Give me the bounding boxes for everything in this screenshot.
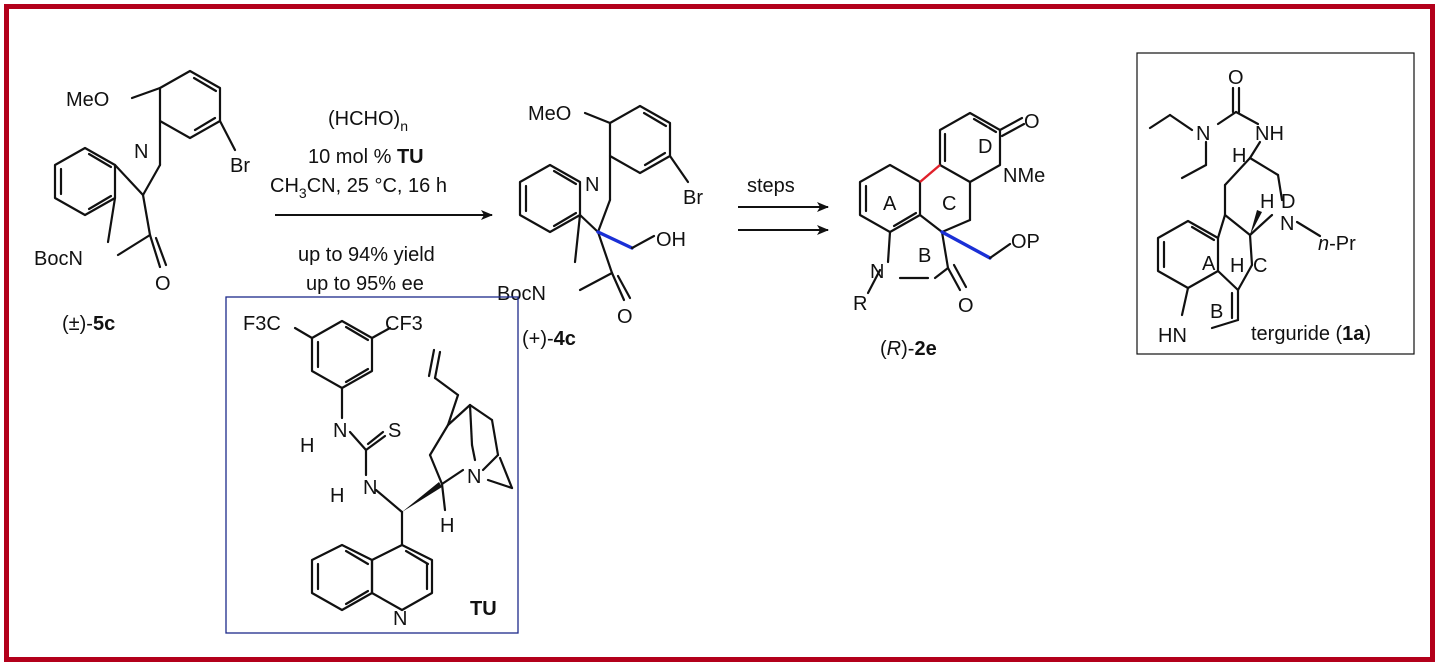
atom-meo: MeO bbox=[528, 103, 571, 125]
reaction-conditions: (HCHO)n 10 mol % TU CH3CN, 25 °C, 16 h u… bbox=[270, 108, 493, 295]
yield-text: up to 94% yield bbox=[298, 244, 435, 266]
catalyst-label: TU bbox=[470, 598, 497, 620]
atom-n2: N bbox=[363, 477, 377, 499]
benzene-ring bbox=[53, 146, 117, 217]
atom-o: O bbox=[155, 273, 171, 295]
atom-n-pyridine: N bbox=[585, 174, 599, 196]
atom-h1: H bbox=[300, 435, 314, 457]
atom-o: O bbox=[958, 295, 974, 317]
atom-cf3: CF3 bbox=[385, 313, 423, 335]
steps-arrows: steps bbox=[738, 175, 829, 235]
atom-bocn: BocN bbox=[34, 248, 83, 270]
new-cc-bond bbox=[596, 230, 634, 250]
atom-f3c: F3C bbox=[243, 313, 281, 335]
atom-npr: n-Pr bbox=[1318, 233, 1356, 255]
ring-label-a: A bbox=[883, 193, 897, 215]
atom-oh: OH bbox=[656, 229, 686, 251]
atom-r: R bbox=[853, 293, 867, 315]
terguride-box bbox=[1136, 52, 1415, 355]
pyridine-ring bbox=[158, 69, 222, 140]
terguride-label: terguride (1a) bbox=[1251, 323, 1371, 345]
atom-br: Br bbox=[230, 155, 250, 177]
atom-o: O bbox=[617, 306, 633, 328]
atom-op: OP bbox=[1011, 231, 1040, 253]
ring-label-d: D bbox=[1281, 191, 1295, 213]
atom-n1: N bbox=[333, 420, 347, 442]
new-cc-bond bbox=[940, 230, 992, 260]
terguride-1a: O N NH H H D N n-Pr A H C B HN terguride… bbox=[1148, 67, 1371, 347]
ee-text: up to 95% ee bbox=[306, 273, 424, 295]
atom-br: Br bbox=[683, 187, 703, 209]
ring-label-c: C bbox=[1253, 255, 1267, 277]
target-label: (R)-2e bbox=[880, 338, 937, 360]
ring-label-b: B bbox=[918, 245, 931, 267]
atom-hn: HN bbox=[1158, 325, 1187, 347]
atom-n-pyridine: N bbox=[134, 141, 148, 163]
atom-n: N bbox=[870, 261, 884, 283]
solvent-temp-time: CH3CN, 25 °C, 16 h bbox=[270, 175, 447, 201]
target-2e: O NMe D A C B OP N R O (R)-2e bbox=[853, 111, 1045, 360]
atom-h2: H bbox=[330, 485, 344, 507]
atom-h3: H bbox=[440, 515, 454, 537]
quinoline-pyridine-ring bbox=[370, 543, 434, 612]
bis-cf3-aryl-ring bbox=[310, 319, 374, 390]
atom-nme: NMe bbox=[1003, 165, 1045, 187]
figure-frame bbox=[4, 4, 1435, 662]
ring-label-b: B bbox=[1210, 301, 1223, 323]
formed-bond-red bbox=[919, 164, 941, 183]
atom-n-ring: N bbox=[1280, 213, 1294, 235]
catalyst-loading: 10 mol % TU bbox=[308, 146, 424, 168]
atom-h1: H bbox=[1232, 145, 1246, 167]
ring-label-a: A bbox=[1202, 253, 1216, 275]
atom-o-top: O bbox=[1024, 111, 1040, 133]
atom-o: O bbox=[1228, 67, 1244, 89]
ring-label-c: C bbox=[942, 193, 956, 215]
catalyst-tu: F3C CF3 H N S H N N H N TU bbox=[243, 313, 514, 630]
reagent-hcho: (HCHO)n bbox=[328, 108, 408, 134]
atom-h2: H bbox=[1260, 191, 1274, 213]
quinoline-benzene-ring bbox=[310, 543, 374, 612]
atom-nq: N bbox=[393, 608, 407, 630]
atom-bocn: BocN bbox=[497, 283, 546, 305]
atom-h3: H bbox=[1230, 255, 1244, 277]
benzene-ring bbox=[518, 163, 582, 234]
atom-meo: MeO bbox=[66, 89, 109, 111]
atom-s: S bbox=[388, 420, 401, 442]
reactant-label: (±)-5c bbox=[62, 313, 115, 335]
product-label: (+)-4c bbox=[522, 328, 576, 350]
steps-label: steps bbox=[747, 175, 795, 197]
atom-nh: NH bbox=[1255, 123, 1284, 145]
atom-n3: N bbox=[467, 466, 481, 488]
atom-n-amide: N bbox=[1196, 123, 1210, 145]
reactant-5c: MeO N Br BocN O (±)-5c bbox=[34, 69, 250, 335]
product-4c: MeO N Br OH BocN O (+)-4c bbox=[497, 103, 703, 350]
pyridine-ring bbox=[608, 104, 672, 175]
catalyst-box bbox=[225, 296, 519, 634]
ring-label-d: D bbox=[978, 136, 992, 158]
